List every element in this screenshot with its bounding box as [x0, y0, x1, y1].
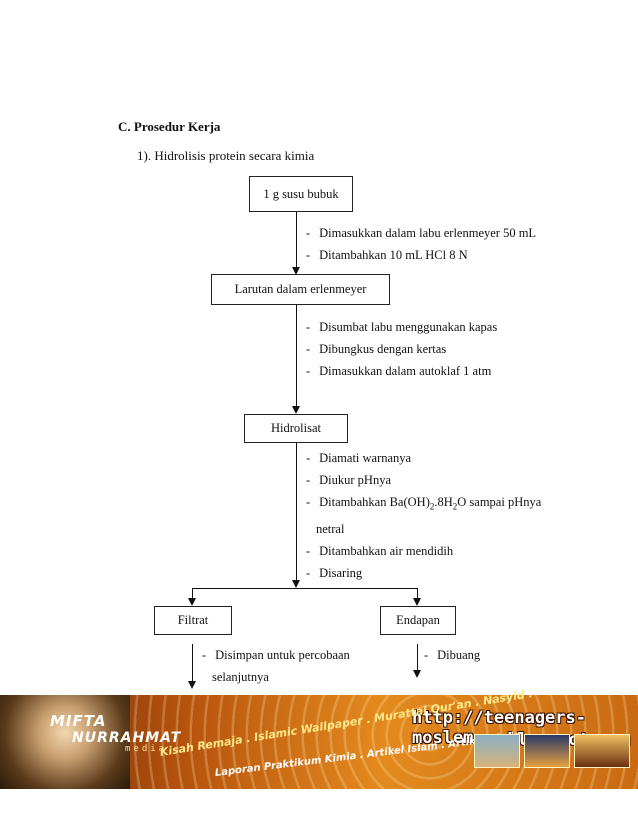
banner-photo	[0, 695, 130, 789]
banner-thumbnail	[574, 734, 630, 768]
flow-step: - Dimasukkan dalam labu erlenmeyer 50 mL	[306, 226, 537, 240]
flow-step: - Diukur pHnya	[306, 473, 391, 487]
flow-connector	[296, 305, 297, 408]
flow-steps-3: - Diamati warnanya - Diukur pHnya - Dita…	[306, 447, 541, 584]
banner-brand-line3: media	[125, 744, 168, 754]
banner-brand-line1: MIFTA	[50, 712, 107, 730]
flow-step: - Ditambahkan 10 mL HCl 8 N	[306, 248, 468, 262]
flow-box-filtrat: Filtrat	[154, 606, 232, 635]
banner-thumbnail	[524, 734, 570, 768]
arrow-down-icon	[292, 406, 300, 414]
flow-steps-endapan: - Dibuang	[424, 644, 480, 666]
flow-step: - Diamati warnanya	[306, 451, 412, 465]
flow-connector	[192, 644, 193, 683]
flow-box-label: 1 g susu bubuk	[263, 186, 339, 201]
flow-steps-1: - Dimasukkan dalam labu erlenmeyer 50 mL…	[306, 222, 536, 266]
flow-step: - Dimasukkan dalam autoklaf 1 atm	[306, 364, 492, 378]
flow-step: - Ditambahkan air mendidih	[306, 543, 454, 558]
arrow-down-icon	[413, 598, 421, 606]
banner-brand-line2: NURRAHMAT	[72, 730, 182, 746]
flow-box-larutan: Larutan dalam erlenmeyer	[211, 274, 390, 305]
flow-step: - Disumbat labu menggunakan kapas	[306, 320, 498, 334]
flow-connector	[192, 588, 193, 600]
flow-step-continuation: netral	[316, 521, 345, 536]
arrow-down-icon	[188, 598, 196, 606]
flow-step-continuation: selanjutnya	[212, 670, 269, 684]
flow-connector	[417, 588, 418, 600]
arrow-down-icon	[292, 580, 300, 588]
flow-box-label: Endapan	[396, 613, 440, 627]
flow-steps-2: - Disumbat labu menggunakan kapas - Dibu…	[306, 316, 497, 382]
arrow-down-icon	[292, 267, 300, 275]
flow-box-label: Hidrolisat	[271, 421, 321, 435]
flow-connector	[417, 644, 418, 672]
blog-banner[interactable]	[0, 695, 638, 789]
flow-box-hidrolisat: Hidrolisat	[244, 414, 348, 443]
arrow-down-icon	[413, 670, 421, 678]
flow-step: - Ditambahkan Ba(OH)2.8H2O sampai pHnya	[306, 495, 542, 512]
section-subheading: 1). Hidrolisis protein secara kimia	[137, 148, 315, 163]
flow-step: - Dibuang	[424, 648, 481, 662]
flow-box-label: Filtrat	[177, 613, 209, 627]
flow-connector	[296, 443, 297, 582]
flow-box-endapan: Endapan	[380, 606, 456, 635]
flow-steps-filtrat: - Disimpan untuk percobaan selanjutnya	[202, 644, 350, 688]
section-heading: C. Prosedur Kerja	[118, 119, 221, 134]
flow-split-line	[192, 588, 418, 589]
flow-step: - Dibungkus dengan kertas	[306, 342, 447, 356]
banner-url-line1[interactable]: http://teenagers-moslem	[412, 708, 586, 748]
banner-thumbnail	[474, 734, 520, 768]
flow-box-label: Larutan dalam erlenmeyer	[234, 282, 367, 296]
arrow-down-icon	[188, 681, 196, 689]
flow-box-susu-bubuk: 1 g susu bubuk	[249, 176, 353, 212]
flow-step: - Disaring	[306, 565, 363, 580]
flow-step: - Disimpan untuk percobaan	[202, 648, 350, 662]
flow-connector	[296, 212, 297, 268]
